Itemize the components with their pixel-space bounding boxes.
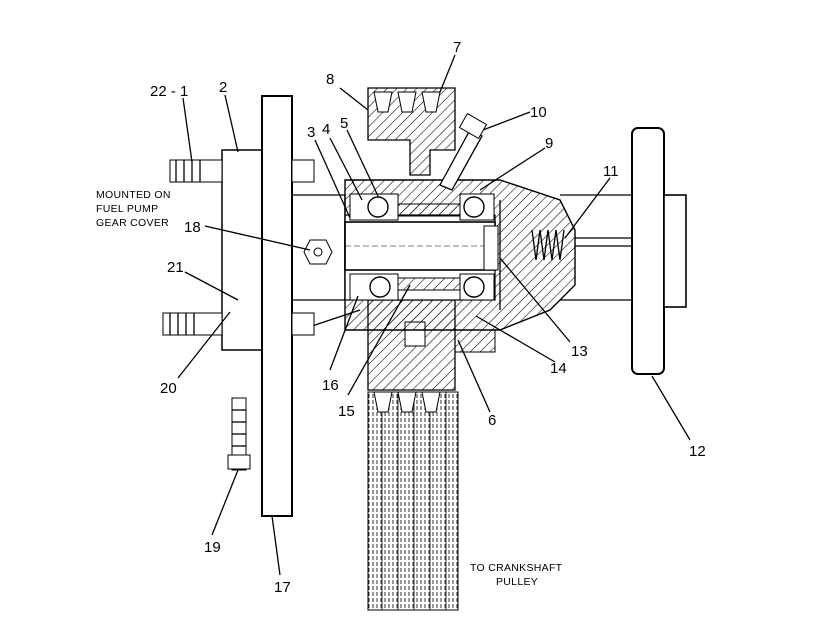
leader-lines [177,54,691,576]
pulley-note-line-1: TO CRANKSHAFT [470,562,563,574]
mounting-note: MOUNTED ON FUEL PUMP GEAR COVER [96,189,171,229]
callout-9: 9 [545,135,553,152]
pulley-note-line-2: PULLEY [496,576,538,588]
adjuster-spring [531,229,632,261]
callout-15: 15 [338,403,355,420]
callout-10: 10 [530,104,547,121]
callout-13: 13 [571,343,588,360]
mounted-note-line-1: MOUNTED ON [96,189,171,201]
callout-3: 3 [307,124,315,141]
callout-22-1: 22 - 1 [150,83,188,100]
bearings [349,193,495,301]
bolts [162,159,333,471]
callout-2: 2 [219,79,227,96]
plate [261,95,293,517]
callout-11: 11 [603,163,619,180]
callout-12: 12 [689,443,706,460]
callout-7: 7 [453,39,461,56]
mounted-note-line-2: FUEL PUMP [96,203,158,215]
callout-8: 8 [326,71,334,88]
callout-17: 17 [274,579,291,596]
callout-18: 18 [184,219,201,236]
callout-6: 6 [488,412,496,429]
callout-4: 4 [322,121,330,138]
drive-belt [367,391,459,611]
mounting-flange [560,127,687,375]
callout-14: 14 [550,360,567,377]
callout-5: 5 [340,115,348,132]
callout-labels: 22 - 1 2 8 7 3 4 5 10 9 11 18 21 20 16 1… [150,39,706,596]
callout-21: 21 [167,259,184,276]
callout-19: 19 [204,539,221,556]
mounted-note-line-3: GEAR COVER [96,217,169,229]
shaft [344,221,499,271]
callout-20: 20 [160,380,177,397]
pulley-note: TO CRANKSHAFT PULLEY [470,562,563,588]
callout-16: 16 [322,377,339,394]
grease-fitting [439,112,488,191]
